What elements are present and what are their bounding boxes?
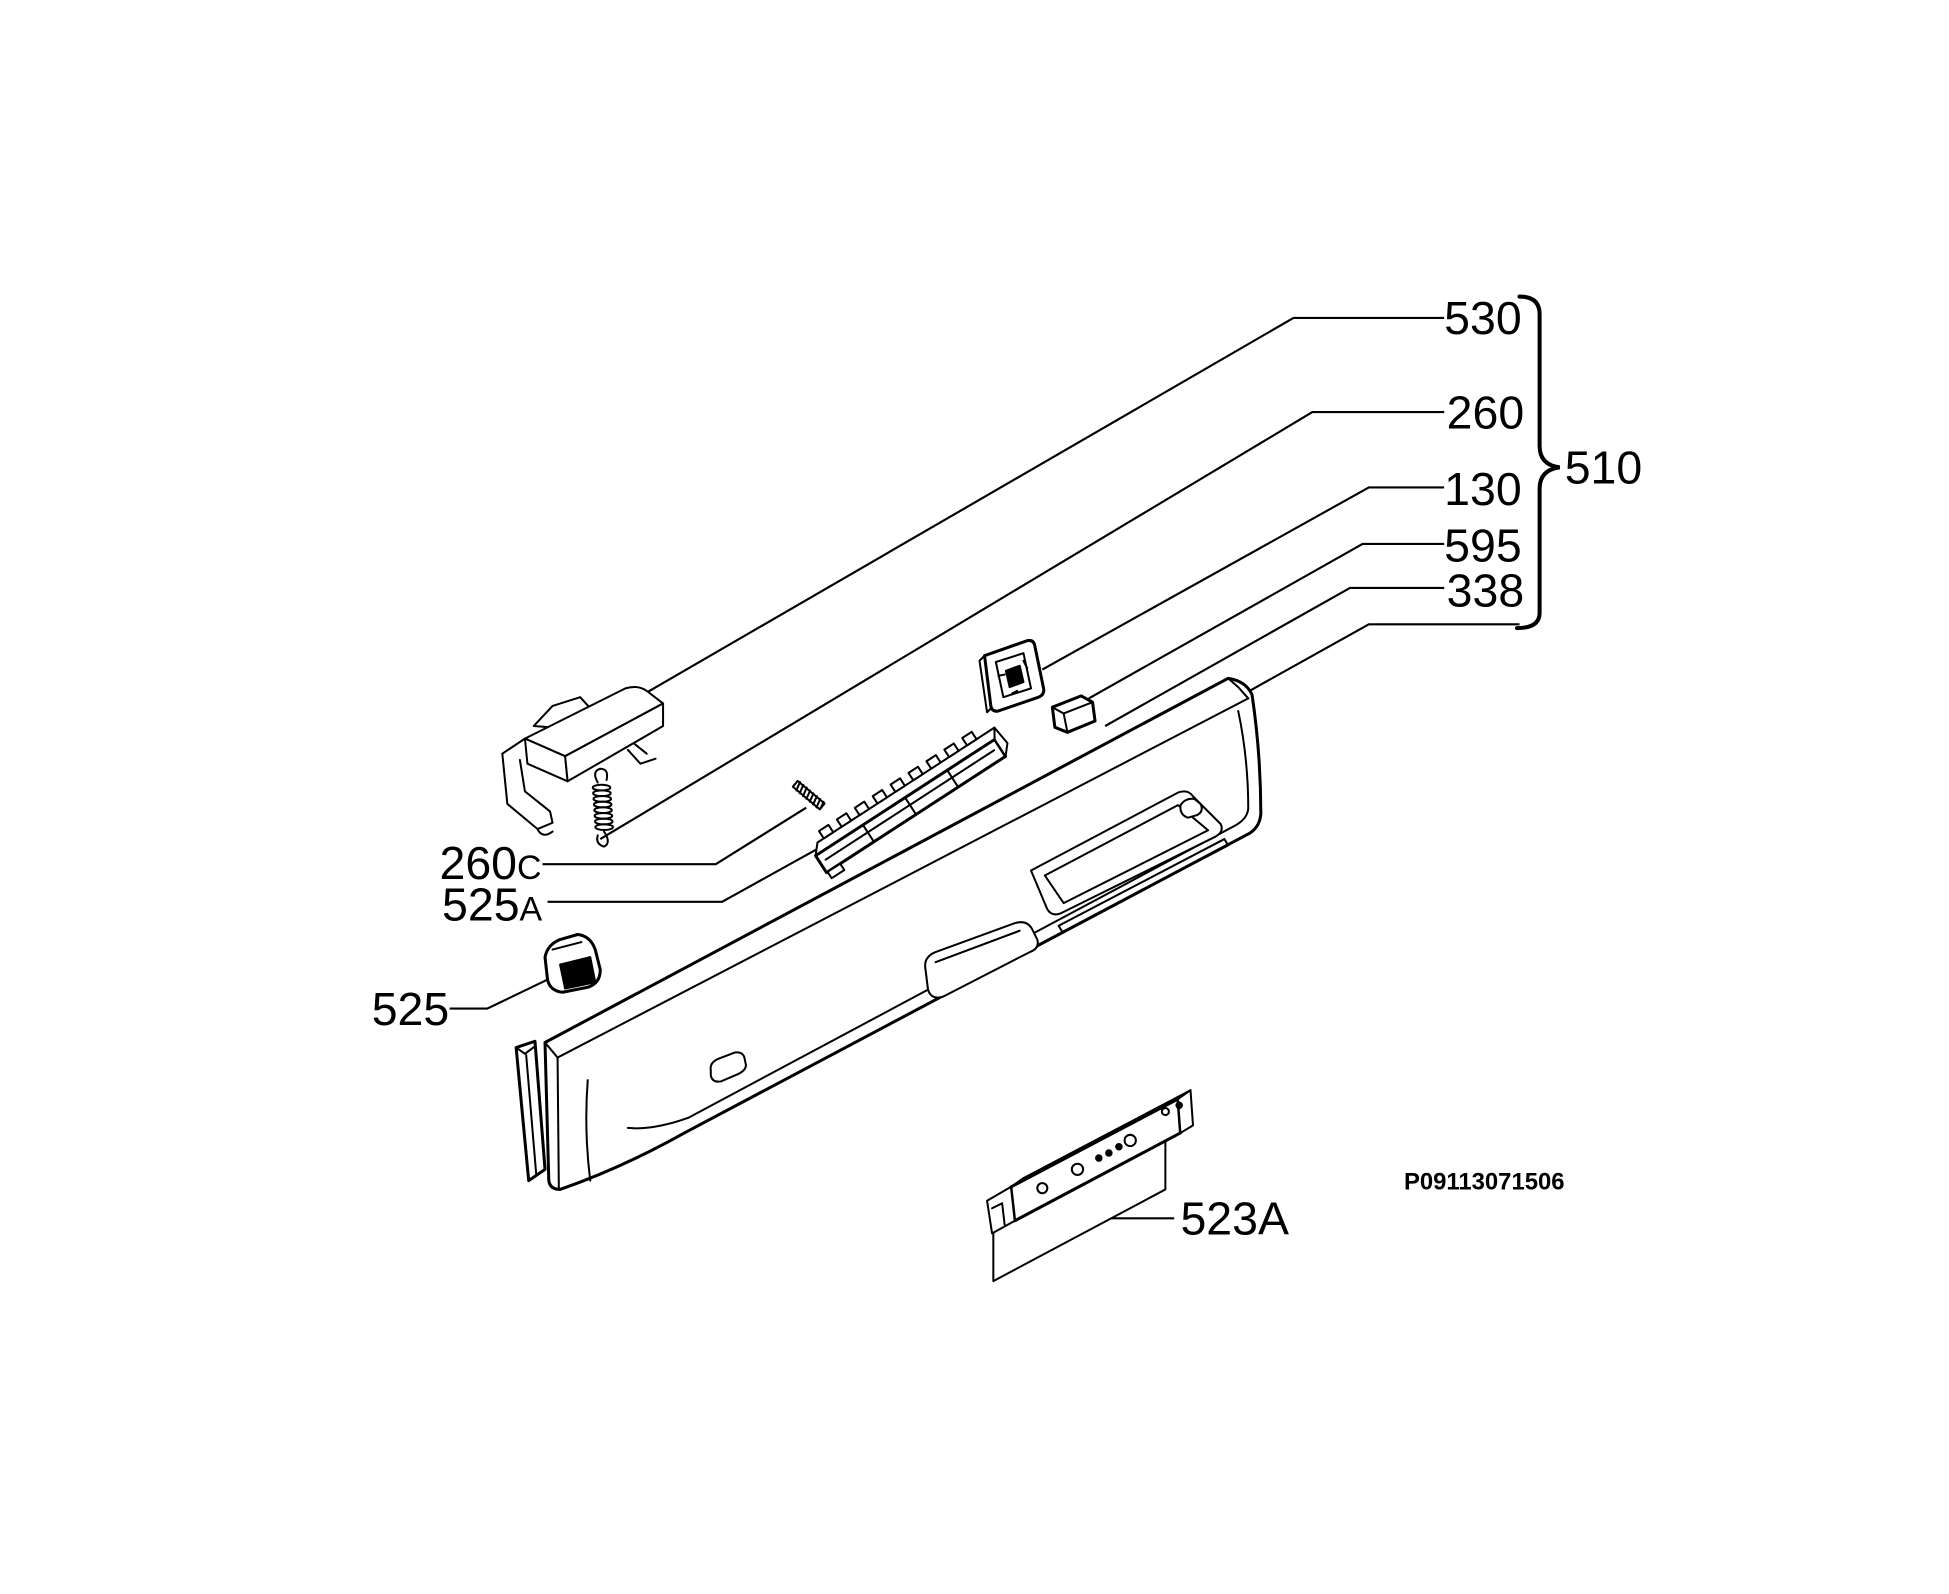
bracket-left-tab bbox=[986, 1185, 1016, 1235]
leader-line-260c bbox=[542, 806, 807, 866]
side-strip-top-cap bbox=[515, 1045, 536, 1055]
panel-left-fascia-contour bbox=[585, 1079, 592, 1182]
screw-thread bbox=[795, 781, 825, 810]
handle-right-tab bbox=[626, 742, 657, 765]
leader-line-525a bbox=[547, 838, 836, 903]
bracket-left-tab-detail bbox=[991, 1202, 1006, 1226]
panel-left-end-edge bbox=[544, 1041, 560, 1190]
callout-label-130: 130 bbox=[1444, 463, 1522, 515]
module-key bbox=[818, 823, 835, 840]
part-control-panel bbox=[543, 676, 1263, 1191]
bracket-hole bbox=[1175, 1101, 1183, 1110]
module-key bbox=[853, 800, 871, 817]
leader-line-panel bbox=[1248, 623, 1520, 692]
callout-label-530: 530 bbox=[1444, 292, 1522, 344]
callout-525a-suffix: A bbox=[520, 891, 543, 929]
leader-line-260 bbox=[599, 411, 1445, 840]
leader-lines bbox=[449, 316, 1520, 1220]
callout-label-260: 260 bbox=[1447, 386, 1525, 438]
bracket-hole bbox=[1095, 1154, 1103, 1162]
module-front-detail bbox=[824, 749, 996, 861]
module-end-cap bbox=[993, 726, 1009, 758]
block-595-edges bbox=[1051, 701, 1094, 734]
part-130-detail bbox=[997, 659, 1029, 695]
module-key bbox=[889, 777, 906, 793]
bracket-hole bbox=[1160, 1107, 1170, 1117]
part-260-spring bbox=[591, 767, 614, 848]
callout-label-510: 510 bbox=[1565, 442, 1643, 494]
module-key bbox=[961, 730, 978, 747]
bracket-right-end bbox=[1176, 1089, 1195, 1134]
handle-hook-arm bbox=[501, 737, 554, 831]
knob-top-edge bbox=[551, 941, 583, 951]
callout-label-260c: 260C bbox=[440, 837, 542, 889]
part-523a-bracket bbox=[986, 1089, 1195, 1283]
part-130-inner-frame bbox=[994, 652, 1033, 699]
module-key bbox=[925, 754, 942, 770]
display-window-glass bbox=[1043, 804, 1210, 905]
callout-260c-suffix: C bbox=[517, 849, 541, 887]
module-key bbox=[835, 812, 853, 828]
part-525a-control-module bbox=[814, 726, 1009, 880]
display-button bbox=[1179, 797, 1203, 819]
part-side-strip bbox=[514, 1039, 547, 1183]
callout-label-525a: 525A bbox=[442, 879, 543, 931]
callout-label-595: 595 bbox=[1444, 520, 1522, 572]
panel-right-end-edge bbox=[1227, 677, 1250, 700]
callout-label-525: 525 bbox=[372, 983, 450, 1035]
knob-front-face bbox=[559, 956, 597, 990]
bracket-hole bbox=[1070, 1162, 1085, 1177]
module-key bbox=[943, 742, 960, 759]
spring-coil bbox=[594, 823, 614, 832]
part-130-module bbox=[978, 638, 1046, 714]
part-530-handle bbox=[501, 685, 665, 836]
part-525-knob bbox=[543, 933, 602, 994]
module-key bbox=[907, 765, 924, 782]
part-130-core bbox=[1004, 664, 1025, 689]
callout-labels: 530 260 130 595 338 510 260C 525A 525 52… bbox=[372, 292, 1643, 1244]
handle-top-face bbox=[523, 685, 665, 758]
leader-line-130 bbox=[1041, 486, 1445, 671]
module-mount-foot bbox=[826, 862, 846, 880]
handle-hook-tip bbox=[536, 828, 554, 836]
part-260c-screw bbox=[791, 779, 826, 811]
display-lower-strip bbox=[1057, 838, 1230, 934]
callout-260c-number: 260 bbox=[440, 837, 518, 889]
bracket-hole bbox=[1123, 1133, 1137, 1148]
leader-line-595 bbox=[1088, 542, 1445, 700]
side-strip-inner-edge bbox=[525, 1054, 538, 1176]
power-button bbox=[709, 1051, 747, 1083]
leader-line-530 bbox=[642, 316, 1445, 696]
bracket-hole bbox=[1036, 1182, 1049, 1195]
callout-525a-number: 525 bbox=[442, 879, 520, 931]
display-window-frame bbox=[1030, 790, 1223, 916]
bracket-hole bbox=[1105, 1149, 1113, 1157]
part-595-block bbox=[1050, 694, 1097, 734]
program-button-recess bbox=[924, 921, 1039, 999]
spring-top-hook bbox=[594, 767, 609, 784]
spring-bottom-hook bbox=[596, 830, 609, 848]
panel-lower-fascia-contour bbox=[626, 709, 1250, 1130]
program-button-inner-edge bbox=[934, 929, 1021, 964]
module-key bbox=[871, 788, 888, 805]
group-brace bbox=[1514, 294, 1561, 631]
drawing-code: P09113071506 bbox=[1404, 1168, 1565, 1195]
bracket-hole bbox=[1115, 1142, 1123, 1151]
leader-line-525 bbox=[449, 976, 554, 1010]
callout-label-338: 338 bbox=[1447, 565, 1525, 617]
handle-right-front-face bbox=[564, 702, 665, 783]
panel-top-front-edge bbox=[556, 697, 1250, 1059]
callout-label-523a: 523A bbox=[1180, 1193, 1289, 1245]
leader-line-338 bbox=[1104, 586, 1445, 727]
